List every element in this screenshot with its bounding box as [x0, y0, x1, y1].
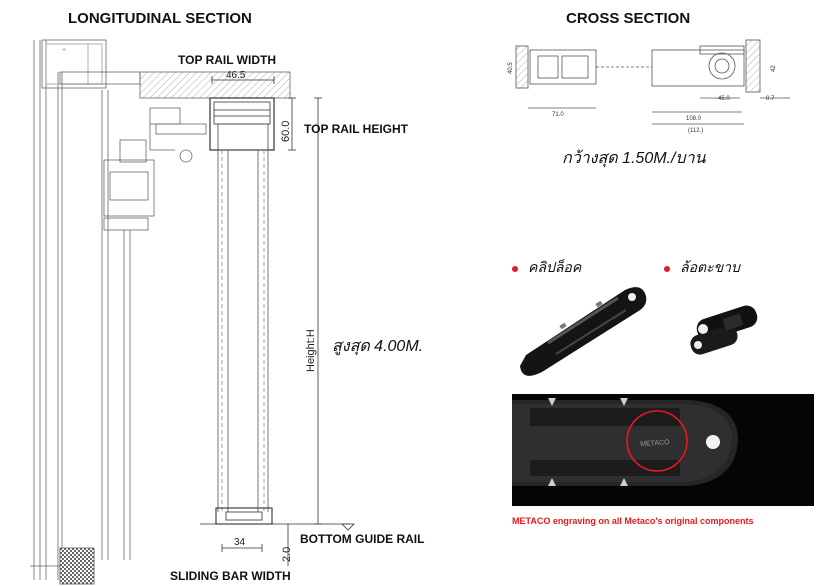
note-max-height: สูงสุด 4.00M. [332, 338, 424, 355]
label-bottom-guide-rail: BOTTOM GUIDE RAIL [300, 532, 425, 546]
wheel-chain-photo [690, 305, 758, 355]
dim-top-height: 60.0 [280, 121, 292, 142]
engraving-mark: METACO [640, 439, 670, 448]
label-wheel: ล้อตะขาบ [680, 259, 740, 275]
dim-cross-07: 0.7 [766, 96, 775, 102]
dim-cross-71: 71.0 [552, 112, 564, 118]
dim-height-axis: Height:H [305, 329, 317, 372]
dim-cross-112: (112.) [688, 128, 703, 134]
bullet-wheel [664, 266, 670, 272]
dim-cross-40: 40.5 [508, 62, 514, 74]
dim-cross-42: 42 [771, 65, 777, 72]
dim-bottom-width: 34 [234, 537, 246, 548]
engraving-photo: METACO [512, 394, 814, 506]
label-sliding-bar-width: SLIDING BAR WIDTH [170, 569, 291, 583]
longitudinal-drawing: + [30, 39, 350, 585]
engraving-caption: METACO engraving on all Metaco's origina… [512, 516, 754, 526]
svg-text:+: + [62, 47, 66, 54]
dim-cross-45: 45.0 [718, 96, 730, 102]
dim-cross-108: 108.0 [686, 116, 702, 122]
clip-lock-photo [520, 287, 647, 376]
heading-cross: CROSS SECTION [566, 10, 691, 27]
bullet-clip-lock [512, 266, 518, 272]
cross-section-drawing [515, 39, 790, 125]
label-clip-lock: คลิปล็อค [528, 259, 582, 275]
label-top-rail-height: TOP RAIL HEIGHT [304, 122, 409, 136]
label-top-rail-width: TOP RAIL WIDTH [178, 53, 277, 67]
dim-bottom-height: 2.0 [281, 547, 293, 562]
dim-top-width: 46.5 [226, 70, 246, 81]
heading-longitudinal: LONGITUDINAL SECTION [68, 10, 252, 27]
note-max-width: กว้างสุด 1.50M./บาน [562, 150, 706, 167]
